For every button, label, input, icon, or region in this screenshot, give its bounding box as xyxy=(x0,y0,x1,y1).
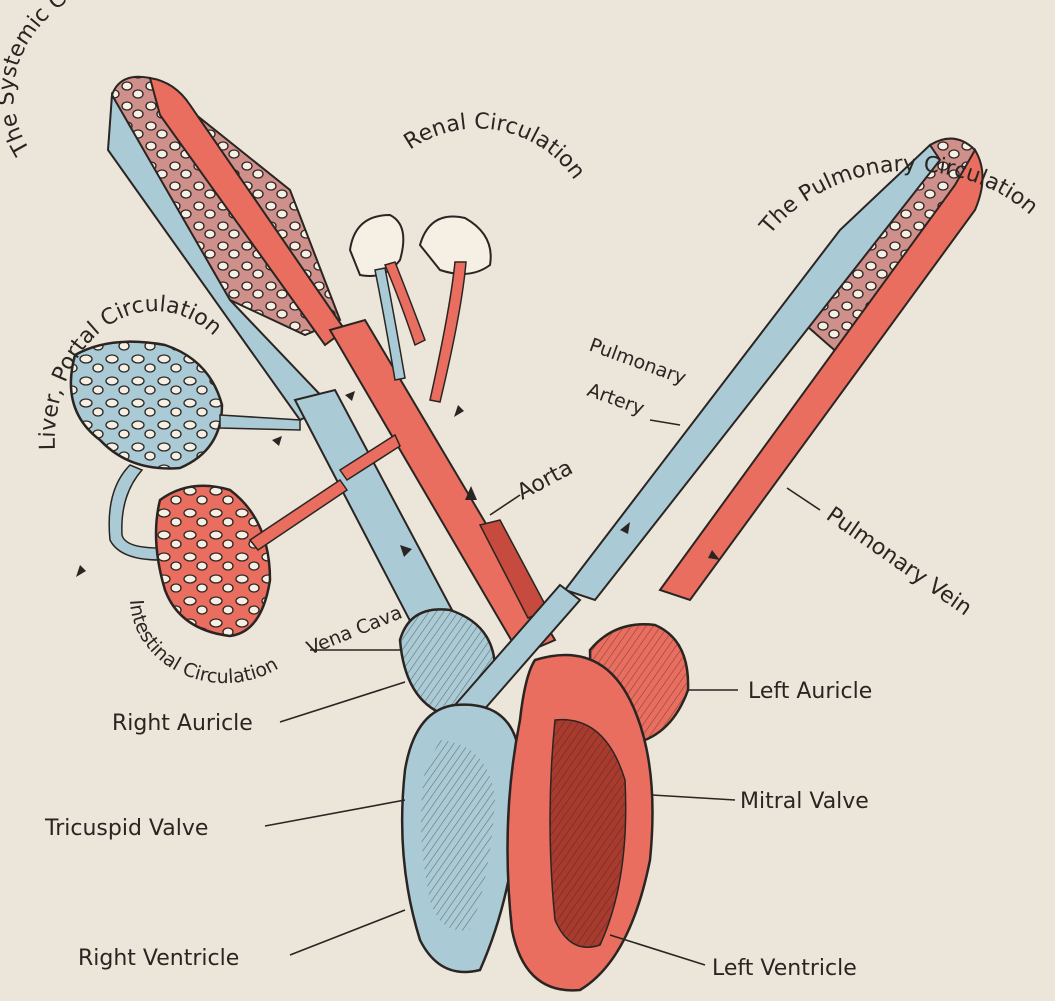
vena-cava xyxy=(295,390,460,640)
pulmonary-artery-label-2: Artery xyxy=(584,379,647,420)
arrow-icon xyxy=(272,436,282,446)
pulmonary-artery-label-1: Pulmonary xyxy=(586,334,689,389)
pulmonary-vein-label: Pulmonary Vein xyxy=(822,502,977,621)
pulmonary-vein-tube xyxy=(660,150,983,600)
vena-cava-label: Vena Cava xyxy=(304,602,406,660)
right-ventricle-label: Right Ventricle xyxy=(78,946,239,971)
arrow-icon xyxy=(76,565,86,577)
left-ventricle-label: Left Ventricle xyxy=(712,956,857,981)
tricuspid-valve-label: Tricuspid Valve xyxy=(44,816,208,841)
right-auricle-label: Right Auricle xyxy=(112,711,253,736)
arrow-icon xyxy=(454,405,464,417)
intestinal-capillary-bed xyxy=(156,435,400,636)
pulmonary-artery-tube xyxy=(565,145,940,600)
mitral-valve-label: Mitral Valve xyxy=(740,789,869,814)
left-auricle-label: Left Auricle xyxy=(748,679,872,704)
left-ventricle xyxy=(508,655,653,990)
renal-label: Renal Circulation xyxy=(400,109,590,184)
aorta-label: Aorta xyxy=(513,455,577,505)
arrow-icon xyxy=(345,391,355,401)
right-ventricle xyxy=(402,705,520,972)
